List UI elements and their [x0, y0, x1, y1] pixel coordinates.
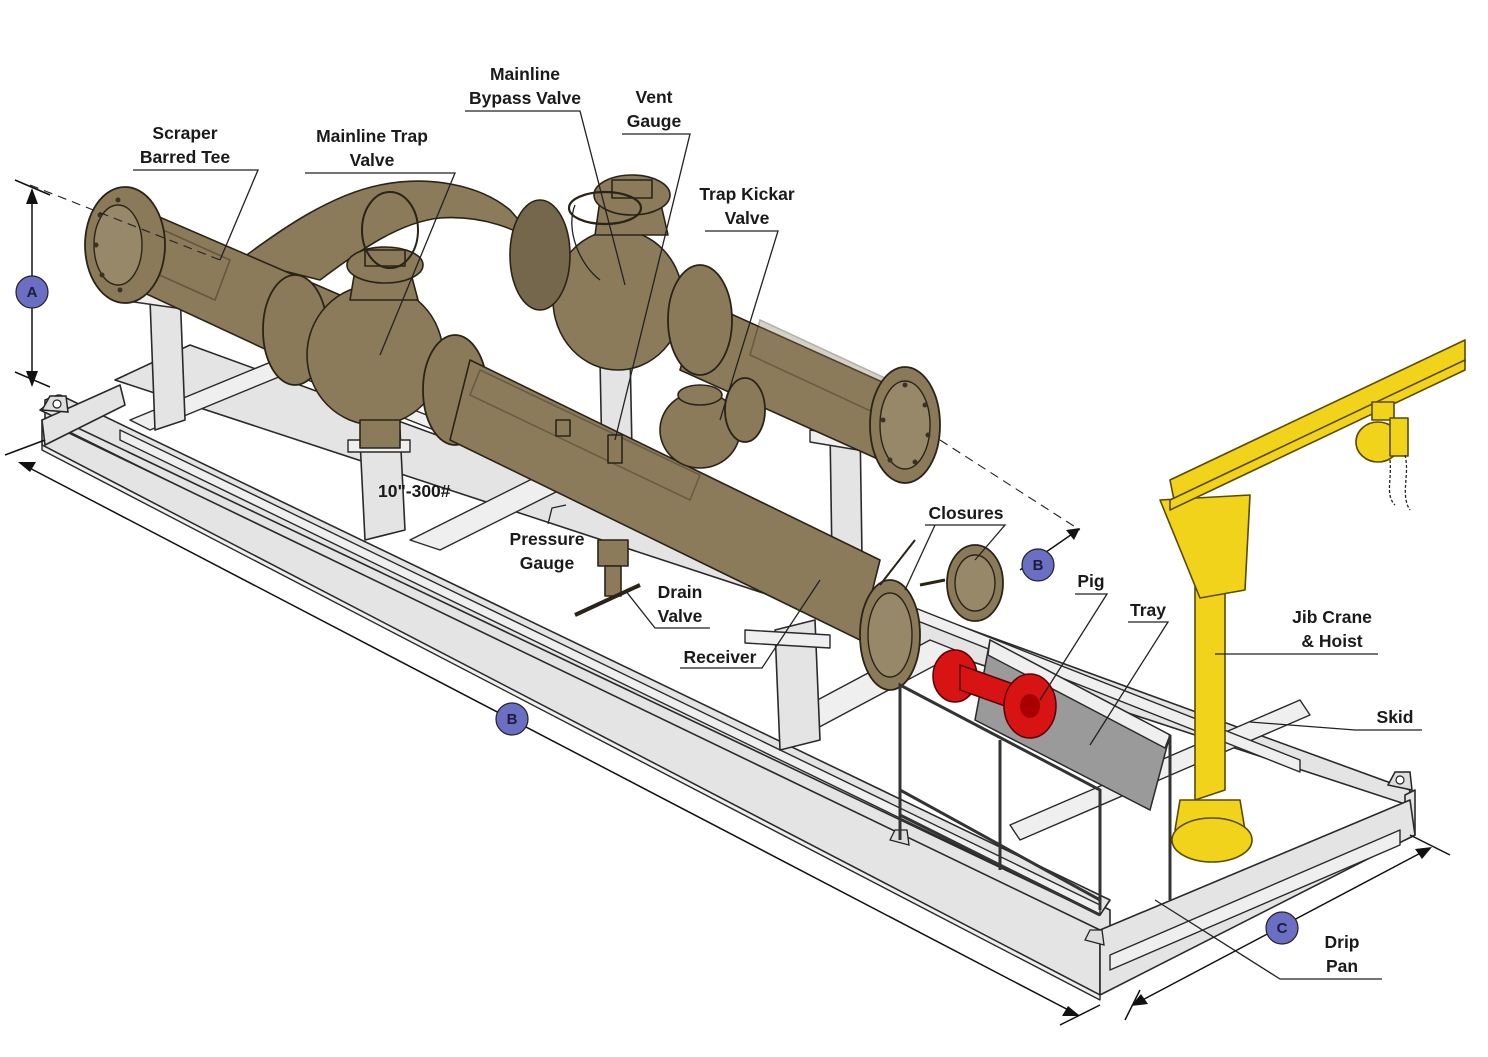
drain-valve-label-1: Drain: [658, 582, 703, 602]
callout-scraper-barred-tee: Scraper Barred Tee: [133, 123, 259, 261]
mainline-trap-valve-label-2: Valve: [350, 150, 395, 170]
mainline-trap-valve-label-1: Mainline Trap: [316, 126, 428, 146]
jib-crane-hoist-label-1: Jib Crane: [1292, 607, 1372, 627]
receiver-label: Receiver: [684, 647, 757, 667]
trap-kickar-valve-label-2: Valve: [725, 208, 770, 228]
callout-mainline-bypass-valve: Mainline Bypass Valve: [465, 64, 626, 286]
pipe-supports: [119, 289, 871, 751]
callout-tray: Tray: [1089, 600, 1170, 746]
dimension-c: C: [1124, 834, 1451, 1021]
callout-pipe-size: 10"-300#: [378, 481, 451, 501]
trap-kickar-valve-label-1: Trap Kickar: [699, 184, 795, 204]
jib-crane: [1159, 339, 1466, 863]
dimension-b-badge: B: [507, 711, 518, 728]
skid-label: Skid: [1377, 707, 1414, 727]
callout-closures: Closures: [904, 503, 1007, 591]
mainline-bypass-valve-label-1: Mainline: [490, 64, 560, 84]
drain-valve-label-2: Valve: [658, 606, 703, 626]
pig-label: Pig: [1077, 571, 1104, 591]
dimension-c-badge: C: [1277, 920, 1288, 937]
drip-pan-label-1: Drip: [1325, 932, 1360, 952]
pressure-gauge-label-2: Gauge: [520, 553, 575, 573]
scraper-barred-tee-label-1: Scraper: [152, 123, 217, 143]
jib-crane-hoist-label-2: & Hoist: [1301, 631, 1362, 651]
vent-gauge-label-2: Gauge: [627, 111, 682, 131]
callout-skid: Skid: [1249, 707, 1422, 731]
callout-pressure-gauge: Pressure Gauge: [510, 504, 585, 573]
callout-receiver: Receiver: [680, 579, 821, 669]
dimension-a: A: [14, 179, 51, 388]
callout-pig: Pig: [1039, 571, 1109, 701]
pipe-size-label: 10"-300#: [378, 481, 451, 501]
callout-drain-valve: Drain Valve: [624, 582, 710, 629]
centerlines: [29, 184, 1081, 531]
closures-label: Closures: [929, 503, 1004, 523]
scraper-barred-tee-label-2: Barred Tee: [140, 147, 230, 167]
dimension-b-length: B: [4, 439, 1101, 1026]
mainline-bypass-valve-label-2: Bypass Valve: [469, 88, 581, 108]
dimension-b-closure-badge: B: [1033, 557, 1044, 574]
drip-pan-label-2: Pan: [1326, 956, 1358, 976]
dimension-a-badge: A: [27, 284, 38, 301]
callout-trap-kickar-valve: Trap Kickar Valve: [699, 184, 795, 421]
receiver-pipe-run: [84, 186, 1004, 691]
dimension-b-closure: B: [1019, 528, 1080, 582]
pressure-gauge-label-1: Pressure: [510, 529, 585, 549]
vent-gauge-label-1: Vent: [636, 87, 673, 107]
pig: [932, 649, 1057, 739]
bypass-pipe-run: [239, 174, 941, 484]
callout-drip-pan: Drip Pan: [1154, 899, 1382, 980]
callout-mainline-trap-valve: Mainline Trap Valve: [305, 126, 456, 356]
callout-vent-gauge: Vent Gauge: [614, 87, 691, 441]
callout-jib-crane-hoist: Jib Crane & Hoist: [1215, 607, 1378, 655]
tray-label: Tray: [1130, 600, 1166, 620]
